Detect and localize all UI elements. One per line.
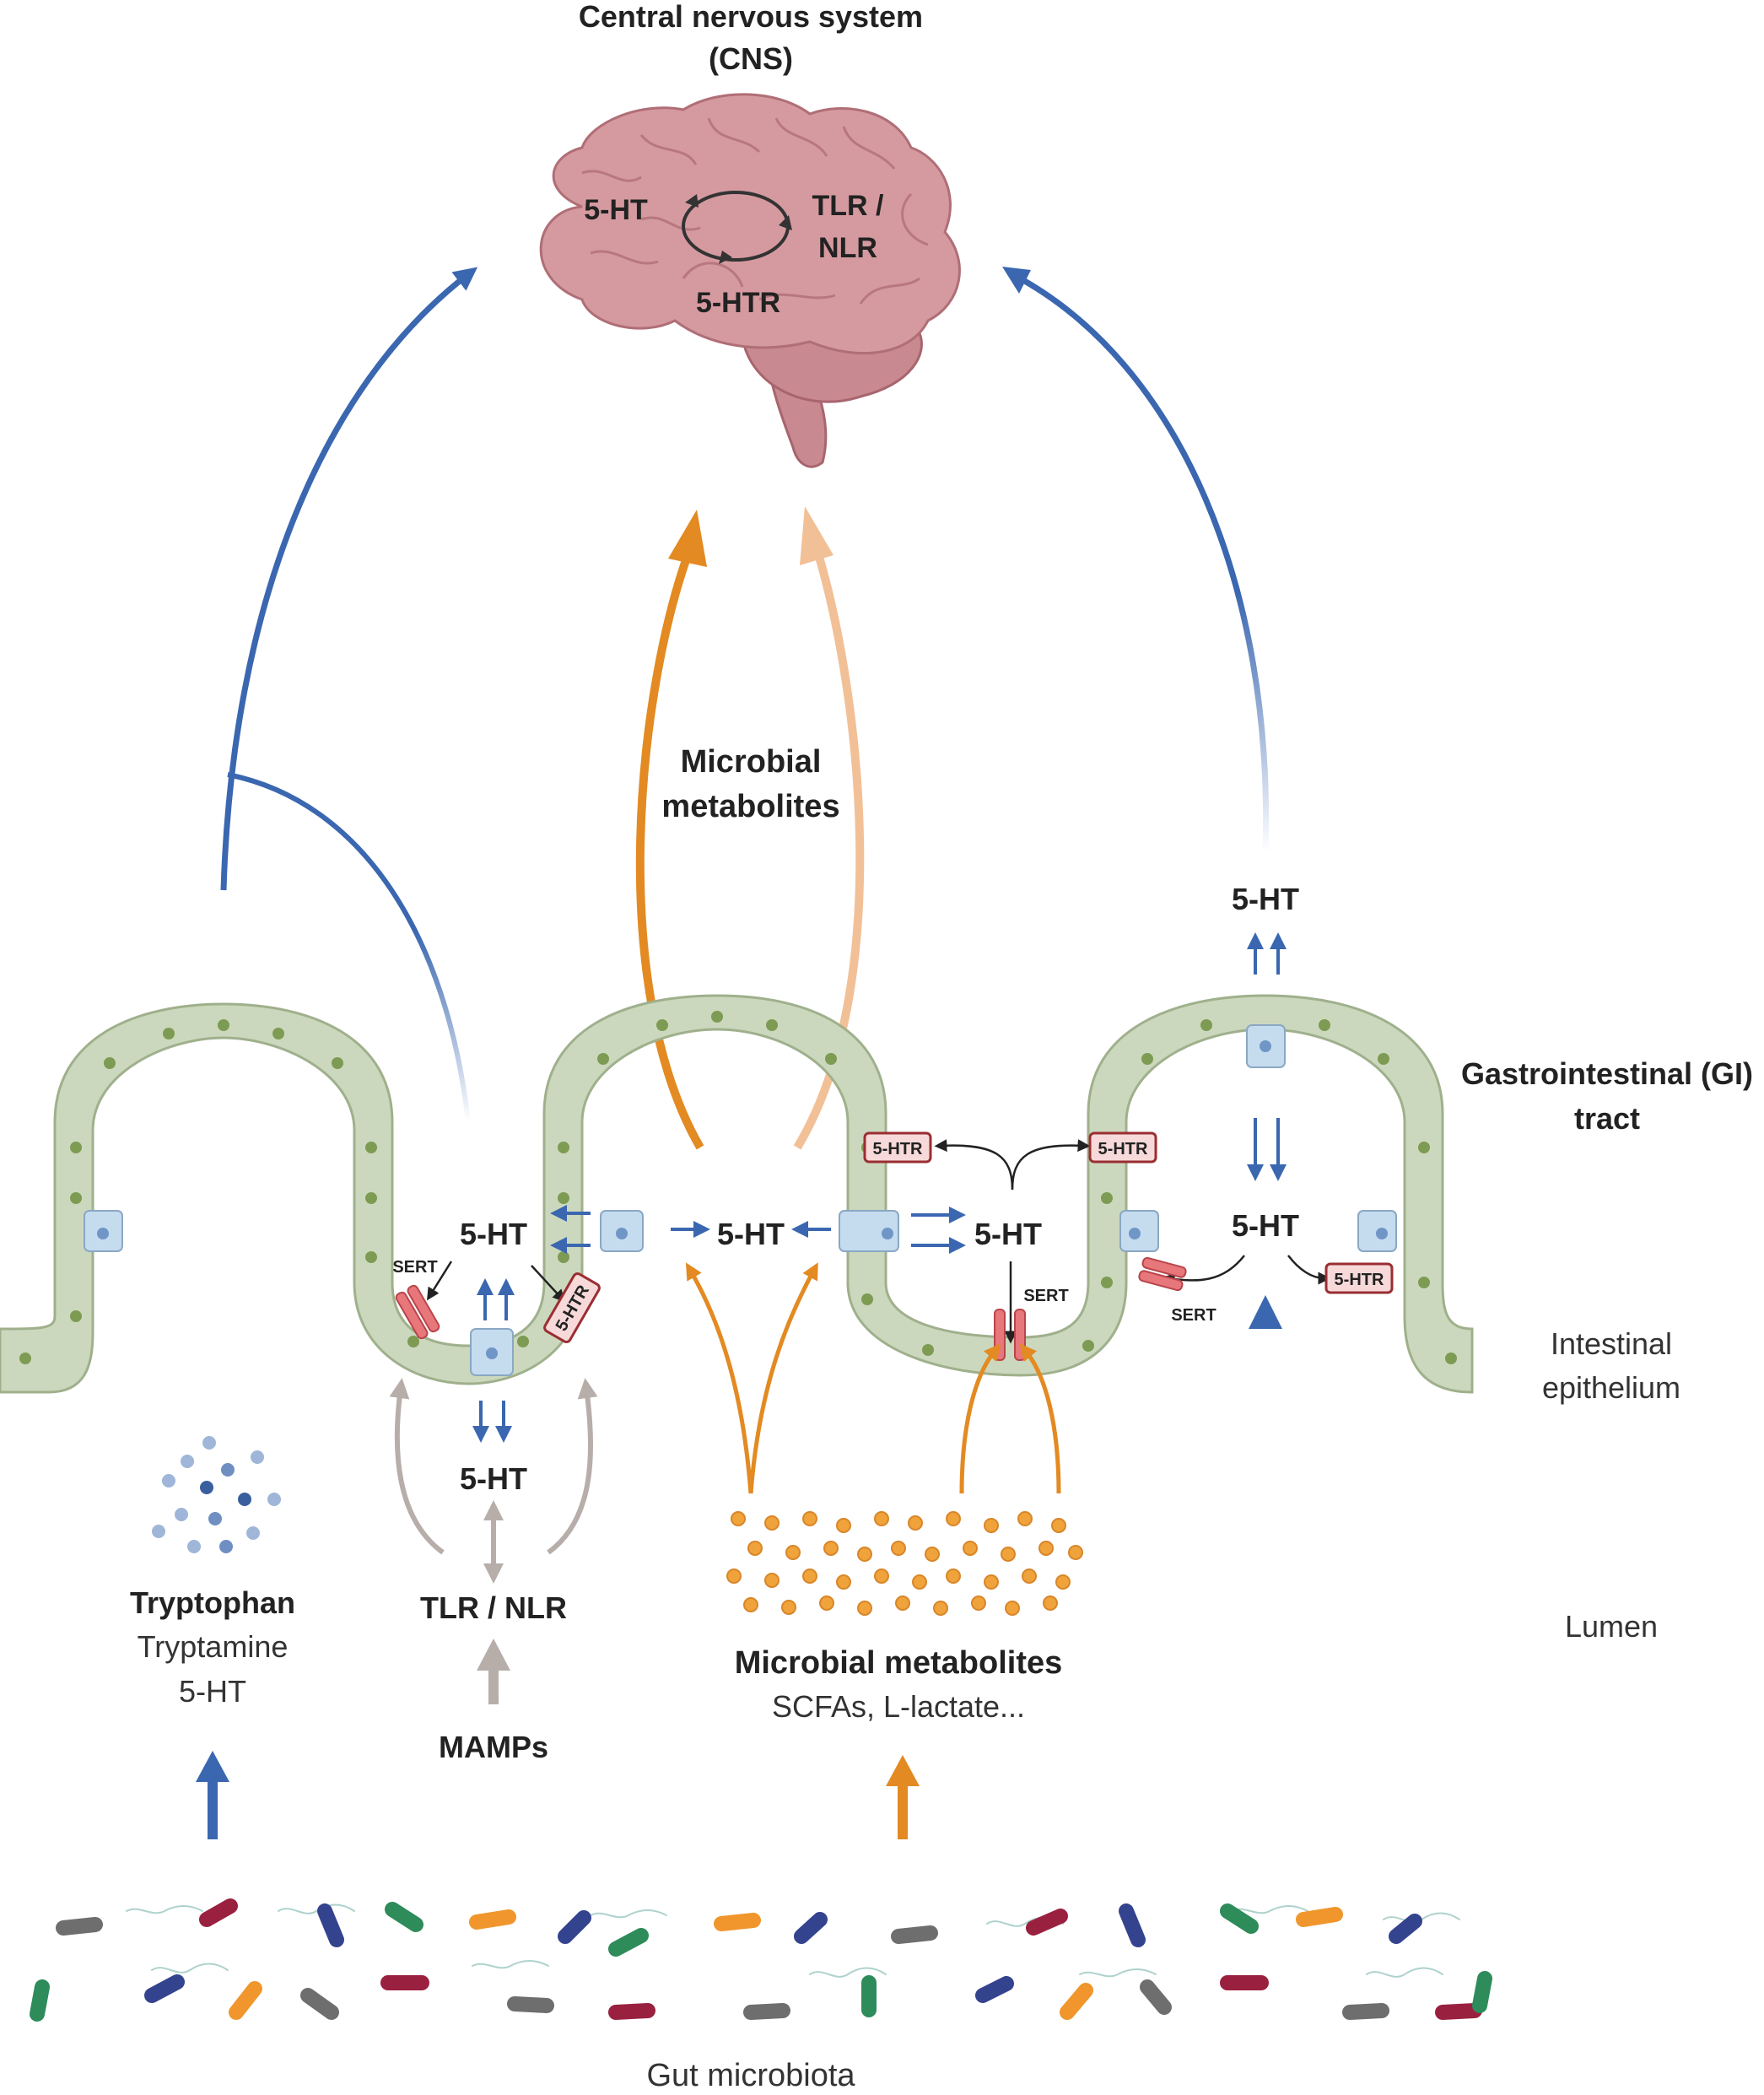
- serotonin-transport-arrows: [472, 932, 1287, 1443]
- cns-title-line2: (CNS): [709, 41, 793, 76]
- right-blue-up-arrowhead: [1249, 1295, 1282, 1329]
- sert-label-a: SERT: [392, 1258, 437, 1277]
- orange-arc-sert-right: [1019, 1343, 1061, 1494]
- gut-microbiota-label: Gut microbiota: [646, 2058, 855, 2093]
- tryptophan-label: Tryptophan: [130, 1585, 295, 1620]
- htr-label-b: 5-HTR: [1098, 1140, 1148, 1158]
- orange-arc-sert-left: [959, 1343, 1001, 1494]
- cns-title-line1: Central nervous system: [579, 0, 923, 34]
- mamps-label: MAMPs: [439, 1730, 548, 1764]
- orange-arc-right: [748, 1262, 818, 1494]
- orange-arrow-to-cns: [635, 547, 704, 1150]
- enterochromaffin-cells: [84, 1024, 1397, 1376]
- receptor-shapes: [395, 1131, 1394, 1361]
- tlr-nlr-label: TLR / NLR: [420, 1590, 567, 1625]
- epithelium-label-line1: Intestinal: [1551, 1326, 1672, 1361]
- metabolites-lumen-title: Microbial metabolites: [735, 1645, 1063, 1681]
- lumen-ht-label: 5-HT: [179, 1674, 246, 1709]
- microbial-metabolites-top-line1: Microbial: [681, 744, 822, 780]
- right-blue-arrow-to-cns: [1011, 271, 1270, 853]
- metabolites-lumen-sub: SCFAs, L-lactate...: [772, 1689, 1025, 1724]
- htr-label-a: 5-HTR: [873, 1140, 923, 1158]
- light-orange-arrowhead: [800, 506, 833, 565]
- serotonin-lower: 5-HT: [460, 1461, 527, 1496]
- gi-tract-label-line2: tract: [1574, 1101, 1640, 1136]
- serotonin-right-top: 5-HT: [1232, 882, 1299, 916]
- epithelium-label-line2: epithelium: [1542, 1370, 1680, 1405]
- orange-up-arrowhead: [886, 1755, 920, 1786]
- tryptophan-molecules: [152, 1436, 281, 1553]
- brain-tlr-label-line1: TLR /: [812, 190, 885, 222]
- sert-label-b: SERT: [1023, 1287, 1068, 1305]
- tryptophan-up-arrowhead: [196, 1751, 229, 1782]
- grey-mamps-arrowhead: [477, 1639, 510, 1671]
- brain-tlr-label-line2: NLR: [818, 232, 877, 264]
- serotonin-center-right: 5-HT: [974, 1217, 1042, 1251]
- grey-arc-right: [547, 1378, 598, 1555]
- brain-htr-label: 5-HTR: [696, 287, 780, 319]
- lumen-label: Lumen: [1565, 1609, 1658, 1644]
- serotonin-right: 5-HT: [1232, 1208, 1299, 1243]
- microbial-metabolites-top-line2: metabolites: [661, 789, 839, 824]
- gi-tract-label-line1: Gastrointestinal (GI): [1461, 1056, 1753, 1091]
- htr-label-c: 5-HTR: [1335, 1271, 1384, 1289]
- right-blue-arrowhead: [1002, 267, 1031, 294]
- grey-arc-left: [389, 1378, 445, 1555]
- intestinal-epithelium: [0, 994, 1474, 1394]
- brain-illustration: [539, 93, 961, 468]
- orange-arrowhead: [668, 510, 707, 567]
- tryptamine-label: Tryptamine: [138, 1629, 289, 1664]
- serotonin-left: 5-HT: [460, 1217, 527, 1251]
- gut-microbiota: [30, 1898, 1492, 2022]
- left-blue-branch: [227, 772, 471, 1123]
- metabolite-particles: [726, 1511, 1083, 1616]
- sert-label-c: SERT: [1171, 1306, 1216, 1325]
- brain-ht-label: 5-HT: [584, 194, 648, 226]
- serotonin-center: 5-HT: [717, 1217, 785, 1251]
- receptor-signal-arrows: [427, 1139, 1331, 1344]
- left-blue-arrow-to-cns: [220, 267, 478, 891]
- orange-arc-left: [685, 1262, 753, 1494]
